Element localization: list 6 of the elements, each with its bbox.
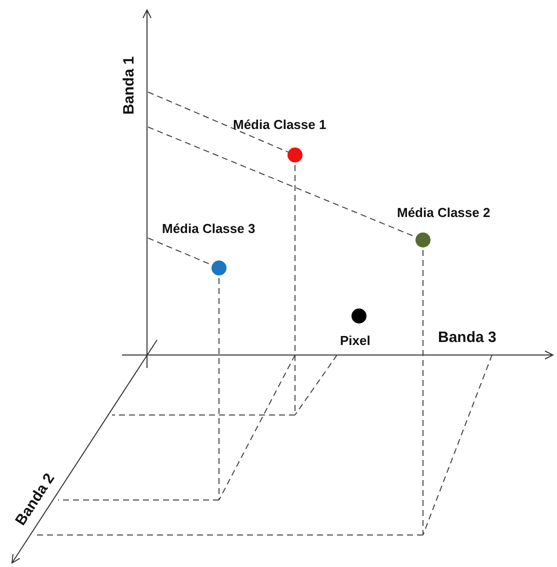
point-label: Média Classe 2 (397, 205, 490, 220)
axis-label: Banda 3 (438, 330, 496, 345)
point-label: Média Classe 1 (233, 117, 326, 132)
point-label: Pixel (340, 333, 370, 348)
axis-label: Banda 1 (122, 56, 137, 115)
point-label: Média Classe 3 (162, 221, 256, 236)
